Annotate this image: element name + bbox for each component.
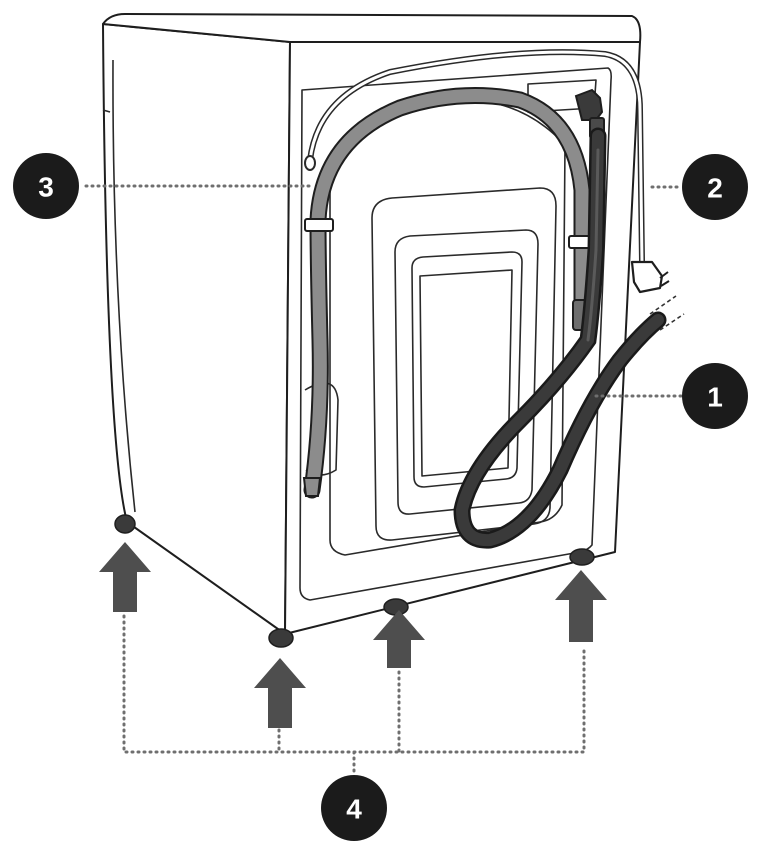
leader-line-4 [122,614,586,774]
drain-hose-continuation [649,295,685,331]
inlet-hose-end [302,477,322,497]
foot-rear-right [569,548,595,566]
up-arrow-icon [99,542,151,612]
foot-rear-middle [383,598,409,616]
leveling-feet [114,514,595,648]
callout-badge-4: 4 [321,775,387,841]
service-panel-outer [371,187,557,541]
up-arrow-icon [373,610,425,668]
leader-lines [84,184,684,774]
service-panel-window-inner [419,269,513,477]
callout-label-3: 3 [38,172,54,203]
cabinet-top-panel [102,13,642,43]
up-arrow-icon [555,570,607,642]
power-cord-entry [304,155,316,171]
lift-arrows [99,542,607,728]
callout-badge-3: 3 [13,153,79,219]
callout-badge-2: 2 [682,154,748,220]
drain-hose-body [455,130,664,547]
callout-label-1: 1 [707,382,723,413]
power-cord [304,49,670,294]
inlet-hose-body [305,89,589,497]
power-cord-wire-inner [308,50,644,264]
service-panel-window [411,251,523,488]
foot-front-left [114,514,136,534]
power-plug-icon [630,260,664,294]
washer-cabinet [102,13,642,635]
foot-rear-left [268,628,294,648]
drain-hose [453,88,685,549]
service-panel-middle [394,229,539,515]
cabinet-side-panel [102,23,291,635]
callout-label-2: 2 [707,173,723,204]
callout-label-4: 4 [346,794,362,825]
cabinet-side-notch [102,109,111,113]
inlet-hose-clip-left [304,218,334,232]
cabinet-side-detail [112,59,136,513]
callout-badge-1: 1 [682,363,748,429]
drain-hose-connector [574,88,604,121]
up-arrow-icon [254,658,306,728]
